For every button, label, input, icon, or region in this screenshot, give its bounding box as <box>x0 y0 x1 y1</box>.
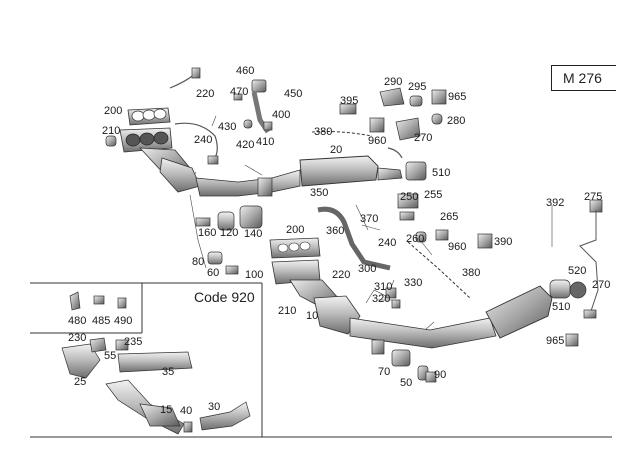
callout-90: 90 <box>434 369 447 381</box>
front-pipe-upper <box>195 155 403 197</box>
callout-240b: 240 <box>378 237 397 249</box>
callout-265: 265 <box>440 211 459 223</box>
callout-965b: 965 <box>546 335 565 347</box>
callout-960a: 960 <box>368 135 387 147</box>
callout-390: 390 <box>494 236 513 248</box>
callout-520: 520 <box>568 265 587 277</box>
callout-290: 290 <box>384 76 403 88</box>
callout-70: 70 <box>378 366 391 378</box>
callout-270b: 270 <box>592 279 611 291</box>
upper-small-parts <box>105 67 447 181</box>
callout-965a: 965 <box>448 91 467 103</box>
callout-330: 330 <box>404 277 423 289</box>
callout-510a: 510 <box>432 167 451 179</box>
callout-210a: 210 <box>102 125 121 137</box>
callout-420: 420 <box>236 139 255 151</box>
mount-parts <box>195 205 263 275</box>
callout-410: 410 <box>256 136 275 148</box>
callout-50: 50 <box>400 377 413 389</box>
callout-395: 395 <box>340 95 359 107</box>
callout-320: 320 <box>372 293 391 305</box>
callout-255: 255 <box>424 189 443 201</box>
callout-360: 360 <box>326 225 345 237</box>
callout-350: 350 <box>310 187 329 199</box>
callout-400: 400 <box>272 109 291 121</box>
callout-380a: 380 <box>314 126 333 138</box>
callout-210b: 210 <box>278 305 297 317</box>
callout-35: 35 <box>162 366 175 378</box>
callout-160: 160 <box>198 227 217 239</box>
callout-275: 275 <box>584 191 603 203</box>
variant-box: Code 920 <box>182 286 260 308</box>
callout-260: 260 <box>406 233 425 245</box>
variant-920-parts <box>61 291 251 435</box>
callout-270a: 270 <box>414 132 433 144</box>
callout-960b: 960 <box>448 241 467 253</box>
callout-20: 20 <box>330 144 343 156</box>
callout-280: 280 <box>447 115 466 127</box>
callout-480: 480 <box>68 315 87 327</box>
right-small-parts <box>371 193 603 383</box>
callout-140: 140 <box>244 228 263 240</box>
callout-80: 80 <box>192 256 205 268</box>
callout-450: 450 <box>284 88 303 100</box>
callout-392: 392 <box>546 197 565 209</box>
callout-40: 40 <box>180 405 193 417</box>
callout-10: 10 <box>306 310 319 322</box>
callout-380b: 380 <box>462 267 481 279</box>
callout-240a: 240 <box>194 134 213 146</box>
callout-295: 295 <box>408 81 427 93</box>
callout-200b: 200 <box>286 224 305 236</box>
callout-220b: 220 <box>332 269 351 281</box>
callout-370: 370 <box>360 213 379 225</box>
callout-230: 230 <box>68 332 87 344</box>
callout-220a: 220 <box>196 88 215 100</box>
callout-25: 25 <box>74 376 87 388</box>
variant-label: Code 920 <box>194 289 255 305</box>
callout-100: 100 <box>245 269 264 281</box>
callout-60: 60 <box>207 267 220 279</box>
model-code-label: M 276 <box>563 70 602 86</box>
callout-200a: 200 <box>104 105 123 117</box>
frame-lines <box>30 282 612 438</box>
callout-310: 310 <box>374 281 393 293</box>
callout-235: 235 <box>124 336 143 348</box>
callout-485: 485 <box>92 315 111 327</box>
callout-430: 430 <box>218 121 237 133</box>
callout-15: 15 <box>160 404 173 416</box>
callout-30: 30 <box>208 401 221 413</box>
callout-300: 300 <box>358 263 377 275</box>
callout-490: 490 <box>114 315 133 327</box>
callout-510b: 510 <box>552 301 571 313</box>
upper-manifold-200 <box>119 107 201 193</box>
callout-470: 470 <box>230 86 249 98</box>
callout-120: 120 <box>220 227 239 239</box>
callout-55: 55 <box>104 350 117 362</box>
model-code-box: M 276 <box>551 65 616 91</box>
main-exhaust-pipe <box>269 206 587 349</box>
callout-460: 460 <box>236 65 255 77</box>
callout-250: 250 <box>400 191 419 203</box>
